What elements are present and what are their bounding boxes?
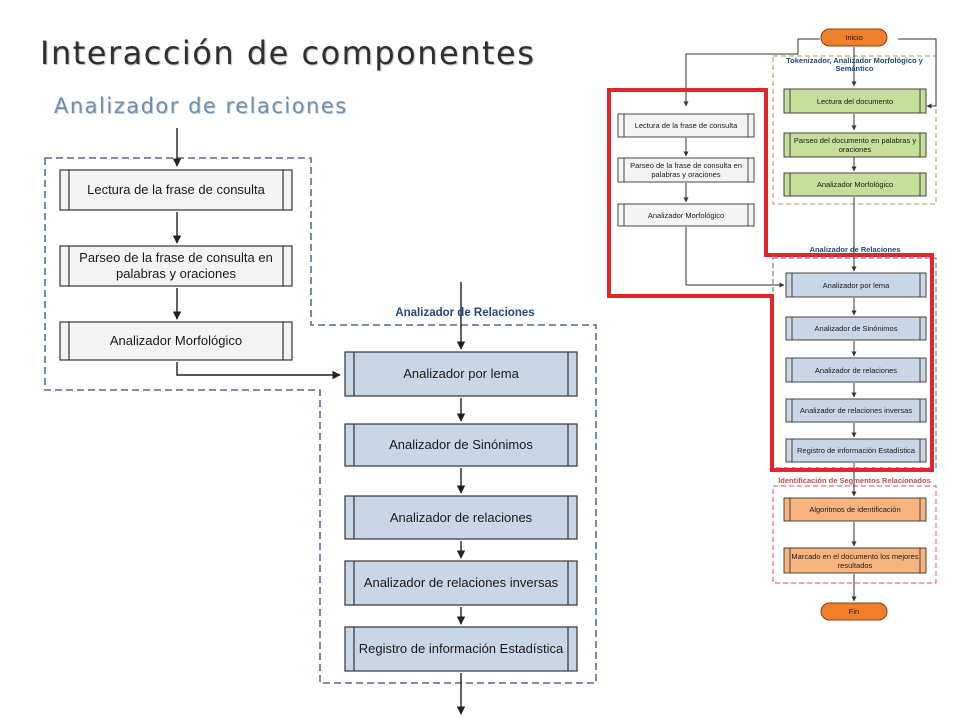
left-connectors xyxy=(172,128,466,715)
segments-group-label: Identificación de Segmentos Relacionados xyxy=(778,476,931,485)
highlight-red-outline xyxy=(607,88,934,472)
right-relation-step-boxes xyxy=(785,272,927,463)
right-relations-group-label: Analizador de Relaciones xyxy=(809,245,901,254)
slide-subtitle: Analizador de relaciones xyxy=(54,94,348,118)
tokenizer-group-label: Tokenizador, Analizador Morfológico y Se… xyxy=(786,56,923,74)
left-relation-step-boxes xyxy=(344,351,578,672)
left-query-step-boxes xyxy=(59,169,293,361)
end-terminator xyxy=(820,602,888,621)
slide-title: Interacción de componentes xyxy=(40,34,536,72)
query-group-dashed-border xyxy=(44,157,597,684)
right-document-step-boxes xyxy=(783,88,927,197)
right-connectors xyxy=(683,38,937,602)
right-segment-step-boxes xyxy=(783,497,927,574)
left-relations-group-label: Analizador de Relaciones xyxy=(395,307,535,319)
start-terminator xyxy=(820,28,888,47)
right-query-step-boxes xyxy=(617,113,755,227)
